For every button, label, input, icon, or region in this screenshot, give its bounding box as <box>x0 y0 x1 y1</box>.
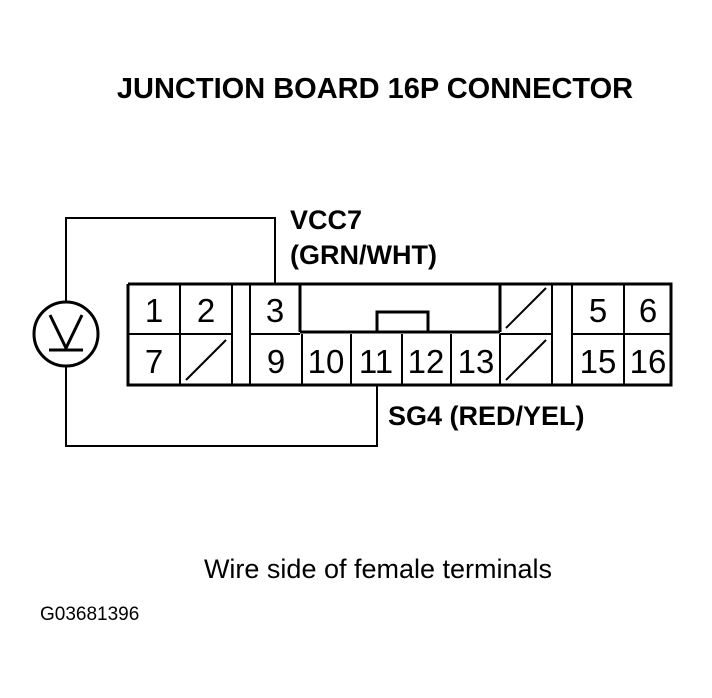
pin-16: 16 <box>630 343 667 380</box>
figure-id: G03681396 <box>40 604 139 625</box>
vcc7-label: VCC7 <box>290 205 362 235</box>
pin-2: 2 <box>197 292 215 329</box>
sg4-label: SG4 (RED/YEL) <box>388 401 585 431</box>
pin-9: 9 <box>267 343 285 380</box>
connector-housing <box>126 282 673 387</box>
voltmeter-icon <box>32 300 100 368</box>
pin-7: 7 <box>145 343 163 380</box>
pin-10: 10 <box>308 343 345 380</box>
pin-5: 5 <box>589 292 607 329</box>
diagram-title: JUNCTION BOARD 16P CONNECTOR <box>117 73 633 105</box>
pin-12: 12 <box>408 343 445 380</box>
pin-15: 15 <box>580 343 617 380</box>
pin-13: 13 <box>458 343 495 380</box>
vcc7-color-label: (GRN/WHT) <box>290 240 437 270</box>
pin-1: 1 <box>145 292 163 329</box>
pin-3: 3 <box>266 292 284 329</box>
pin-6: 6 <box>639 292 657 329</box>
vcc7-wire <box>65 217 276 302</box>
caption: Wire side of female terminals <box>204 554 552 584</box>
pin-11: 11 <box>359 343 393 380</box>
sg4-wire <box>65 367 378 447</box>
